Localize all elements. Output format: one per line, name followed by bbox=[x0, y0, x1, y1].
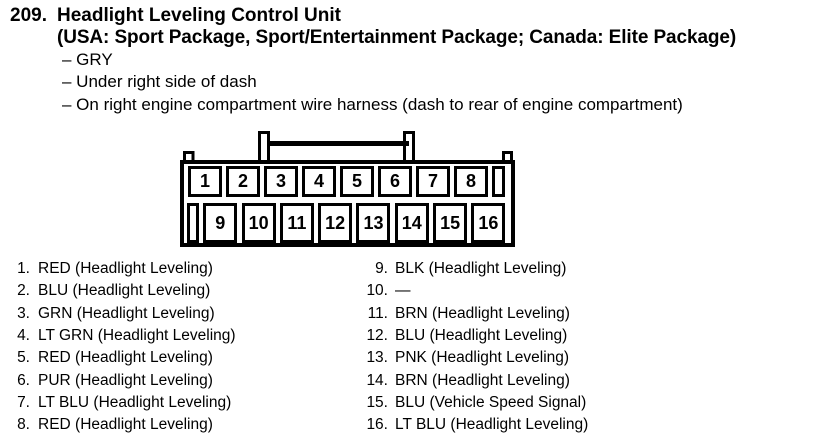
pin-label: RED (Headlight Leveling) bbox=[38, 260, 213, 277]
pin-label: BRN (Headlight Leveling) bbox=[395, 371, 570, 389]
pin-label: BLU (Headlight Leveling) bbox=[395, 327, 568, 345]
pin-number: 13. bbox=[366, 349, 388, 367]
pin-row: 4. LT GRN (Headlight Leveling) bbox=[0, 325, 236, 347]
pin-row: 10. — bbox=[356, 280, 588, 302]
pin-row: 16. LT BLU (Headlight Leveling) bbox=[356, 414, 588, 436]
connector-pin-3: 3 bbox=[264, 166, 298, 197]
pin-label: PNK (Headlight Leveling) bbox=[395, 349, 570, 367]
pin-label: BLU (Headlight Leveling) bbox=[38, 282, 211, 300]
pin-row: 13. PNK (Headlight Leveling) bbox=[356, 347, 588, 369]
pin-label: RED (Headlight Leveling) bbox=[38, 349, 213, 367]
pin-label: LT BLU (Headlight Leveling) bbox=[38, 394, 232, 412]
pin-row: 8. RED (Headlight Leveling) bbox=[0, 414, 236, 436]
pin-label: BRN (Headlight Leveling) bbox=[395, 304, 570, 322]
connector-pin-15: 15 bbox=[433, 203, 468, 243]
connector-pin-6: 6 bbox=[378, 166, 412, 197]
connector-pin-1: 1 bbox=[188, 166, 222, 197]
pin-number: 11. bbox=[367, 304, 388, 322]
pin-number: 7. bbox=[17, 394, 30, 412]
connector-bottom-row: 9 10 11 12 13 14 15 16 bbox=[187, 203, 506, 243]
pin-row: 11. BRN (Headlight Leveling) bbox=[356, 303, 588, 325]
pin-label: — bbox=[395, 282, 411, 300]
pin-number: 10. bbox=[366, 282, 388, 300]
pin-row: 1. RED (Headlight Leveling) bbox=[0, 258, 236, 280]
pin-number: 1. bbox=[17, 260, 30, 277]
connector-blank-cell-left bbox=[187, 203, 199, 243]
connector-pin-4: 4 bbox=[302, 166, 336, 197]
connector-top-row: 1 2 3 4 5 6 7 8 bbox=[188, 166, 505, 197]
pinout-list-left: 1. RED (Headlight Leveling) 2. BLU (Headli… bbox=[0, 258, 236, 437]
pin-row: 3. GRN (Headlight Leveling) bbox=[0, 303, 236, 325]
pin-label: RED (Headlight Leveling) bbox=[38, 416, 213, 434]
lock-bar bbox=[268, 141, 409, 146]
pin-row: 12. BLU (Headlight Leveling) bbox=[356, 325, 588, 347]
pin-number: 14. bbox=[366, 371, 388, 389]
connector-pin-8: 8 bbox=[454, 166, 488, 197]
connector-pin-7: 7 bbox=[416, 166, 450, 197]
pin-row: 5. RED (Headlight Leveling) bbox=[0, 347, 236, 369]
pin-number: 12. bbox=[366, 327, 388, 345]
note-harness: – On right engine compartment wire harne… bbox=[62, 94, 683, 114]
connector-pin-13: 13 bbox=[356, 203, 391, 243]
connector-pin-2: 2 bbox=[226, 166, 260, 197]
note-location: – Under right side of dash bbox=[62, 72, 257, 92]
pin-row: 2. BLU (Headlight Leveling) bbox=[0, 280, 236, 302]
item-number: 209. bbox=[10, 5, 47, 26]
pinout-list-right: 9. BLK (Headlight Leveling) 10. — 11. BRN (… bbox=[356, 258, 588, 437]
pin-row: 15. BLU (Vehicle Speed Signal) bbox=[356, 392, 588, 414]
connector-diagram: 1 2 3 4 5 6 7 8 9 10 11 12 13 14 15 16 bbox=[176, 128, 520, 250]
pin-label: GRN (Headlight Leveling) bbox=[38, 304, 215, 322]
connector-pin-5: 5 bbox=[340, 166, 374, 197]
pin-number: 6. bbox=[17, 371, 30, 389]
pin-row: 7. LT BLU (Headlight Leveling) bbox=[0, 392, 236, 414]
pin-number: 15. bbox=[366, 394, 388, 412]
pin-number: 3. bbox=[17, 304, 30, 322]
pin-label: BLK (Headlight Leveling) bbox=[395, 260, 567, 277]
pin-label: LT BLU (Headlight Leveling) bbox=[395, 416, 589, 434]
pin-label: BLU (Vehicle Speed Signal) bbox=[395, 394, 587, 412]
pin-label: PUR (Headlight Leveling) bbox=[38, 371, 213, 389]
page-subtitle: (USA: Sport Package, Sport/Entertainment… bbox=[57, 27, 737, 48]
pin-number: 9. bbox=[375, 260, 388, 277]
location-notes: – GRY – Under right side of dash – On ri… bbox=[62, 49, 683, 116]
connector-pin-9: 9 bbox=[203, 203, 238, 243]
pin-number: 8. bbox=[17, 416, 30, 434]
pin-number: 4. bbox=[17, 327, 30, 345]
pin-number: 2. bbox=[17, 282, 30, 300]
page-title: Headlight Leveling Control Unit bbox=[57, 5, 341, 26]
connector-pin-14: 14 bbox=[394, 203, 429, 243]
pin-row: 6. PUR (Headlight Leveling) bbox=[0, 370, 236, 392]
pin-row: 9. BLK (Headlight Leveling) bbox=[356, 258, 588, 280]
lock-post-right bbox=[403, 131, 415, 166]
pin-label: LT GRN (Headlight Leveling) bbox=[38, 327, 236, 345]
pin-number: 16. bbox=[366, 416, 388, 434]
connector-pin-12: 12 bbox=[318, 203, 353, 243]
pin-row: 14. BRN (Headlight Leveling) bbox=[356, 370, 588, 392]
connector-blank-cell-right bbox=[492, 166, 505, 197]
pin-number: 5. bbox=[17, 349, 30, 367]
note-color: – GRY bbox=[62, 50, 113, 69]
connector-pin-10: 10 bbox=[241, 203, 276, 243]
lock-post-left bbox=[258, 131, 270, 166]
connector-pin-16: 16 bbox=[471, 203, 506, 243]
connector-pin-11: 11 bbox=[279, 203, 314, 243]
